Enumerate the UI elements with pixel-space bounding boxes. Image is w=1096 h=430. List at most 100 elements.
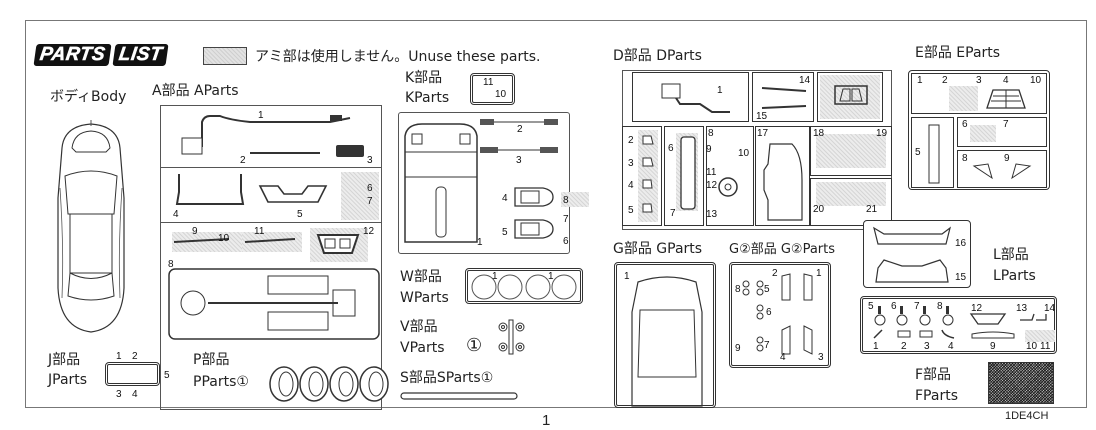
sheet-frame <box>25 20 1087 408</box>
wheels-icon <box>471 274 577 300</box>
a-unused-11 <box>242 232 302 252</box>
e-part-number: 5 <box>915 147 921 158</box>
p-parts-label-en: PParts① <box>193 372 249 392</box>
d-parts-label: D部品 DParts <box>613 48 702 64</box>
d-part-number: 3 <box>628 158 634 169</box>
j-part-number: 5 <box>164 370 170 381</box>
f-part-number: 11 <box>1040 341 1051 352</box>
l-parts-label-en: LParts <box>993 268 1036 284</box>
exhaust-pipe-icon <box>181 115 351 155</box>
k-part-number: 3 <box>516 155 522 166</box>
d-part-number: 6 <box>668 143 674 154</box>
e-parts-label: E部品 EParts <box>915 45 1001 61</box>
a-unused-6-7 <box>341 172 379 220</box>
j-part-number: 1 <box>116 351 122 362</box>
parts-list-logo: PARTS LIST <box>33 44 169 66</box>
k-part-number: 5 <box>502 227 508 238</box>
d-lamps-2-5-icon <box>642 135 654 213</box>
e-part-number: 1 <box>917 75 923 86</box>
j-part-number: 3 <box>116 389 122 400</box>
a-part-number: 3 <box>367 155 373 166</box>
document-code: 1DE4CH <box>1005 410 1049 422</box>
v-parts-washers-icon <box>498 319 525 355</box>
f-part-number: 10 <box>1026 341 1038 352</box>
d-cell-8-13 <box>706 126 754 226</box>
j-parts-frame <box>105 362 160 386</box>
k-unused-8 <box>561 192 589 207</box>
d-unused-2-5 <box>638 130 658 222</box>
d-wiper-15-icon <box>761 105 807 109</box>
k-part-number: 8 <box>563 195 569 206</box>
g2-part-number: 7 <box>764 340 770 351</box>
k-lightbar-2-icon <box>480 119 558 125</box>
d-part-number: 13 <box>706 209 718 220</box>
e-unused-2-3 <box>949 86 978 111</box>
d-part-number: 7 <box>670 208 676 219</box>
v-parts-label-en: VParts <box>400 340 445 356</box>
a-stabilizer-4-icon <box>175 174 245 205</box>
k-parts-small-frame <box>470 73 515 105</box>
g-parts-frame <box>614 262 716 408</box>
f-part-number: 13 <box>1016 303 1028 314</box>
l-part-number: 15 <box>955 272 967 283</box>
w-parts-label-en: WParts <box>400 290 449 306</box>
f-part-number: 3 <box>924 341 930 352</box>
body-label: ボディBody <box>50 89 127 105</box>
k-parts-label-en: KParts <box>405 90 450 106</box>
a-parts-sprue <box>160 105 382 410</box>
e-unused-6 <box>970 125 996 142</box>
f-part-number: 1 <box>873 341 879 352</box>
f-part-number: 8 <box>937 301 943 312</box>
a-part-number: 8 <box>168 259 174 270</box>
e-lamps-8-9-icon <box>972 163 1032 180</box>
d-unused-18-19 <box>816 134 886 168</box>
e-part-number: 4 <box>1003 75 1009 86</box>
s-parts-label: S部品SParts① <box>400 368 493 388</box>
a-grille-3-icon <box>336 145 364 157</box>
a-wiper-9-icon <box>173 238 230 243</box>
k-part-number: 6 <box>563 236 569 247</box>
d-part-number: 19 <box>876 128 888 139</box>
g2-part-number: 2 <box>772 268 778 279</box>
f-parts-label-en: FParts <box>915 388 958 404</box>
k-part-number: 1 <box>477 237 483 248</box>
a-part-number: 9 <box>192 226 198 237</box>
p-parts-quantity: ① <box>236 374 249 390</box>
d-steering-wheel-12-icon <box>718 177 738 197</box>
a-part-number: 2 <box>240 155 246 166</box>
d-part-number: 10 <box>738 148 750 159</box>
g2-part-number: 8 <box>735 284 741 295</box>
d-unused-20-21 <box>816 182 886 206</box>
d-part-number: 4 <box>628 180 634 191</box>
a-headlight-12-icon <box>316 234 360 254</box>
a-bar-2-icon <box>250 152 320 154</box>
a-runner-divider-2 <box>160 222 382 223</box>
w-parts-frame <box>465 268 583 304</box>
unused-note-text: アミ部は使用しません。Unuse these parts. <box>255 49 541 65</box>
car-body-icon <box>57 120 125 333</box>
e-part-number: 2 <box>942 75 948 86</box>
g2-part-number: 3 <box>818 352 824 363</box>
unused-parts-note: アミ部は使用しません。Unuse these parts. <box>203 46 540 66</box>
d-part-number: 14 <box>799 75 811 86</box>
d-part-number: 8 <box>708 128 714 139</box>
f-part-number: 7 <box>914 301 920 312</box>
k-part-number: 2 <box>517 124 523 135</box>
d-part-number: 20 <box>813 204 825 215</box>
g2-part-number: 4 <box>780 352 786 363</box>
f-part-number: 5 <box>868 301 874 312</box>
seat-4-icon <box>514 187 554 207</box>
j-parts-label-jp: J部品 <box>48 352 81 368</box>
w-parts-label-jp: W部品 <box>400 269 442 285</box>
a-part-number: 10 <box>218 233 230 244</box>
g2-part-number: 1 <box>816 268 822 279</box>
d-cell-14-15 <box>752 72 814 122</box>
d-part-number: 15 <box>756 111 768 122</box>
a-part-number: 1 <box>258 110 264 121</box>
g2-part-number: 6 <box>766 307 772 318</box>
j-part-number: 2 <box>132 351 138 362</box>
a-part-number: 12 <box>363 226 375 237</box>
a-part-number: 5 <box>297 209 303 220</box>
l-parts-label-jp: L部品 <box>993 247 1029 263</box>
d-part-number: 1 <box>717 85 723 96</box>
